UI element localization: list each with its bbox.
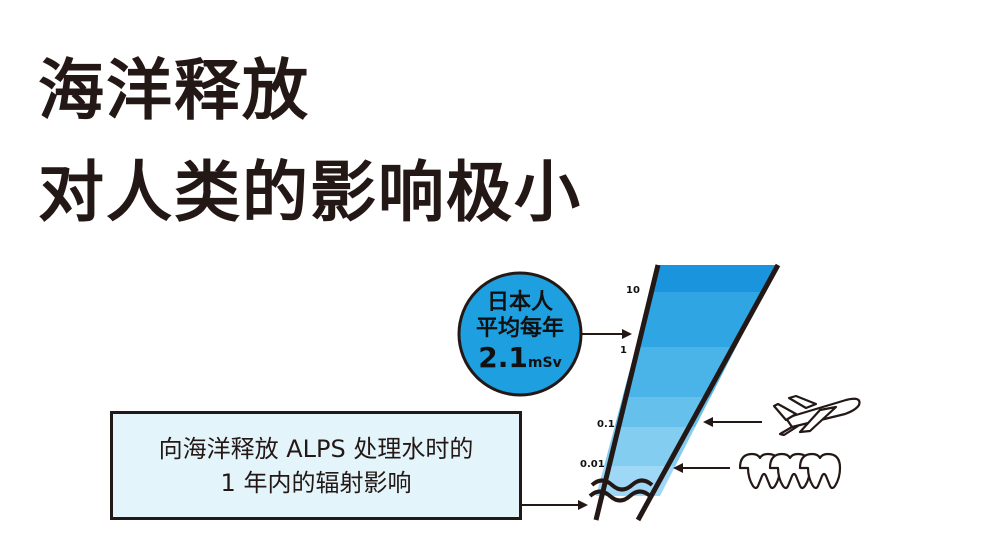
tick-label-10: 10	[626, 285, 640, 296]
japan-label: 日本人	[486, 289, 553, 315]
release-line-2: 1 年内的辐射影响	[220, 468, 412, 497]
teeth-arrow-head	[673, 463, 683, 473]
headline-line-2: 对人类的影响极小	[38, 154, 582, 231]
circle-arrow-head	[622, 329, 632, 339]
alps-release-dose-box: 向海洋释放 ALPS 处理水时的 1 年内的辐射影响	[110, 411, 522, 520]
airplane-icon	[772, 394, 861, 437]
axis-break-mark-top	[590, 478, 654, 492]
headline-line-1: 海洋释放	[38, 52, 310, 129]
teeth-xray-icon	[738, 452, 842, 490]
annual-average-label: 平均每年	[475, 315, 564, 341]
funnel-right-edge	[635, 263, 781, 522]
japan-average-dose-label: 日本人 平均每年 2.1mSv	[452, 275, 588, 393]
dose-value: 2.1mSv	[478, 340, 562, 379]
tick-label-0-01: 0.01	[580, 459, 605, 470]
tick-label-1: 1	[620, 345, 627, 356]
tick-label-0-1: 0.1	[597, 419, 615, 430]
release-arrow-head	[578, 500, 588, 510]
funnel-left-edge	[593, 264, 661, 521]
release-line-1: 向海洋释放 ALPS 处理水时的	[158, 434, 474, 463]
axis-break-mark-bottom	[588, 489, 652, 503]
band-1	[596, 265, 778, 292]
japan-average-dose-circle	[457, 271, 583, 397]
dose-unit: mSv	[527, 354, 562, 371]
airplane-arrow-head	[703, 417, 713, 427]
dose-number: 2.1	[478, 340, 528, 374]
band-3	[596, 347, 778, 397]
